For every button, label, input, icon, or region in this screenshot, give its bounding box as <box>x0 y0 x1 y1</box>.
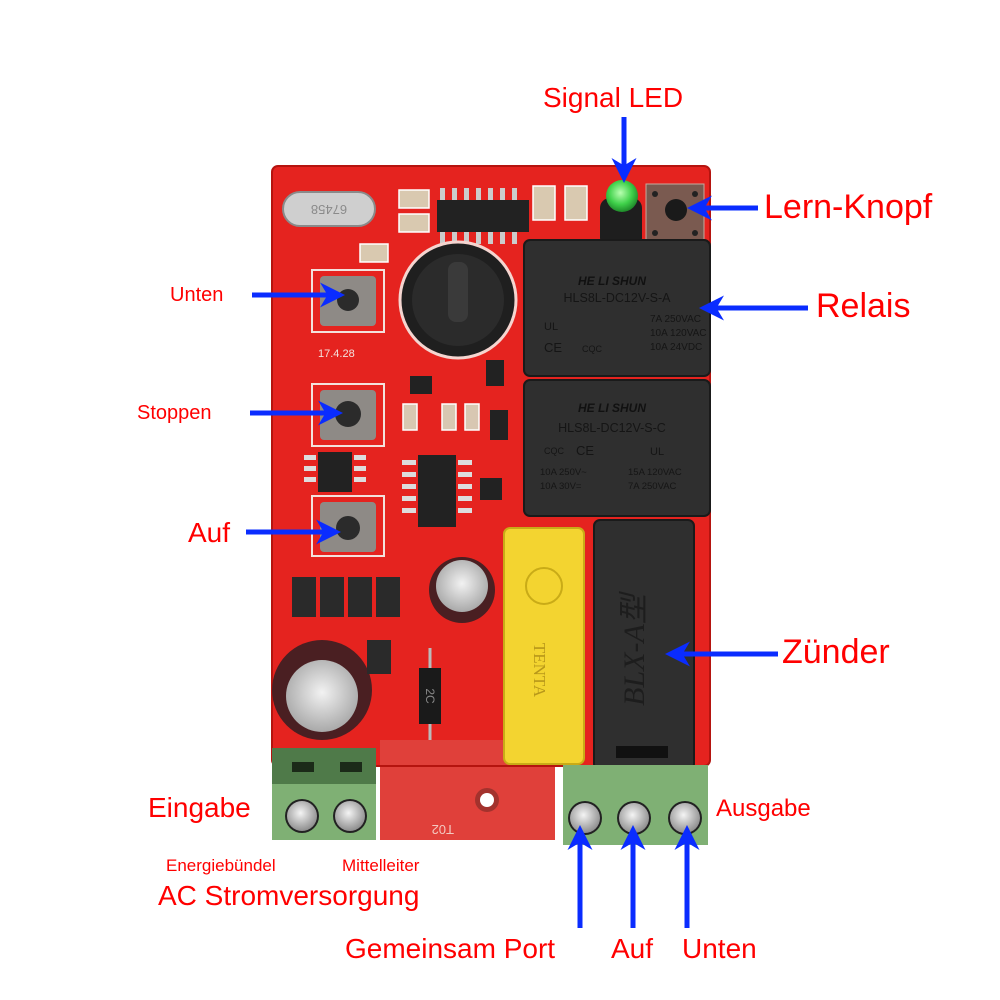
x-capacitor: TENTA <box>503 527 585 765</box>
relay-bottom-rating: 10A 30V= <box>540 481 582 492</box>
diode: 2C <box>419 648 441 740</box>
input-terminal-block <box>272 748 376 840</box>
date-code: 17.4.28 <box>318 348 355 360</box>
rectifier-bridge <box>292 577 400 617</box>
inductor <box>398 240 518 360</box>
label-signal-led: Signal LED <box>543 82 684 113</box>
relay-bottom-rating: 7A 250VAC <box>628 481 677 492</box>
relay-top-model: HLS8L-DC12V-S-A <box>564 291 672 305</box>
label-output: Ausgabe <box>716 795 811 822</box>
electrolytic-capacitor-large <box>272 640 372 740</box>
learn-button-component <box>645 183 705 243</box>
igniter-component: BLX-A型 <box>593 519 695 771</box>
relay-bottom-model: HLS8L-DC12V-S-C <box>558 421 666 435</box>
label-igniter: Zünder <box>782 633 890 671</box>
relay-bottom-brand: HE LI SHUN <box>578 401 646 415</box>
relay-top-brand: HE LI SHUN <box>578 274 646 288</box>
label-button-down: Unten <box>170 284 224 306</box>
label-relay: Relais <box>816 287 911 325</box>
crystal-oscillator: 67458 <box>282 191 376 227</box>
relay-top-rating: 10A 120VAC <box>650 328 707 339</box>
label-live-wire: Energiebündel <box>166 856 276 875</box>
relay-top-cert: UL <box>544 321 558 333</box>
annotation-arrows <box>246 117 808 928</box>
ic-chip-center <box>402 455 472 527</box>
label-button-up: Auf <box>188 517 231 548</box>
diode-marking: 2C <box>423 688 437 704</box>
capacitor-brand: TENTA <box>530 643 549 698</box>
relay-bottom-rating: 10A 250V~ <box>540 467 587 478</box>
relay-bottom-cert: UL <box>650 446 664 458</box>
relay-bottom-cert: CQC <box>544 446 565 456</box>
relay-bottom-cert: CE <box>576 443 594 458</box>
tactile-button-down <box>311 269 385 333</box>
label-input: Eingabe <box>148 792 251 823</box>
board-id-marking: T02 <box>432 822 454 837</box>
relay-top-cert: CQC <box>582 344 603 354</box>
ic-chip-top <box>437 188 529 244</box>
transistors <box>410 360 508 500</box>
electrolytic-capacitor-small <box>429 557 495 623</box>
relay-top-rating: 7A 250VAC <box>650 314 701 325</box>
smd-components <box>359 185 588 263</box>
ic-chip-left <box>304 452 366 492</box>
label-common-port: Gemeinsam Port <box>345 933 556 964</box>
label-out-down: Unten <box>682 933 757 964</box>
signal-led-component <box>600 180 642 248</box>
tactile-button-up <box>311 495 385 557</box>
relay-top-rating: 10A 24VDC <box>650 342 702 353</box>
relay-top: HE LI SHUN HLS8L-DC12V-S-A 7A 250VAC 10A… <box>523 239 711 377</box>
igniter-marking: BLX-A型 <box>618 590 651 706</box>
relay-bottom-rating: 15A 120VAC <box>628 467 682 478</box>
label-neutral-wire: Mittelleiter <box>342 856 420 875</box>
regulator <box>367 640 391 674</box>
label-out-up: Auf <box>611 933 654 964</box>
label-learn-button: Lern-Knopf <box>764 188 933 226</box>
relay-bottom: HE LI SHUN HLS8L-DC12V-S-C CQC CE UL 10A… <box>523 379 711 517</box>
resistors <box>402 403 480 431</box>
label-button-stop: Stoppen <box>137 402 212 424</box>
crystal-marking: 67458 <box>311 202 347 217</box>
relay-top-cert: CE <box>544 340 562 355</box>
mounting-hole <box>475 788 499 812</box>
label-ac-power: AC Stromversorgung <box>158 880 420 911</box>
